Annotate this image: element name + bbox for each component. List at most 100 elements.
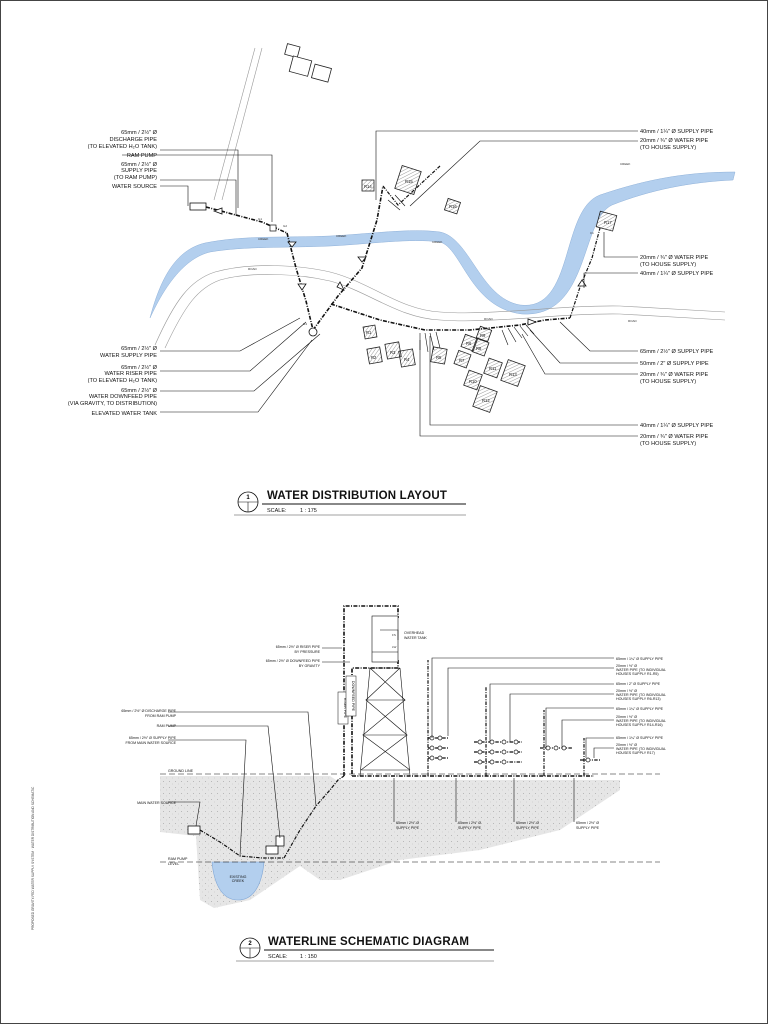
svg-text:SCALE:: SCALE: (268, 954, 288, 960)
right-leaders (375, 130, 638, 437)
svg-text:R1: R1 (366, 330, 372, 335)
overhead-tank-label: WATER TANK (404, 636, 427, 640)
svg-text:SUPPLY PIPE: SUPPLY PIPE (516, 826, 540, 830)
svg-text:WATER RISER PIPE: WATER RISER PIPE (104, 371, 157, 377)
downfeed-pipe (351, 660, 399, 776)
svg-text:1 : 150: 1 : 150 (300, 954, 317, 960)
road-label: ROAD (484, 317, 494, 321)
svg-text:R3: R3 (390, 350, 396, 355)
riser-pipe (343, 605, 399, 776)
svg-text:2: 2 (248, 941, 252, 947)
creek-label: EXISTING (230, 875, 247, 879)
svg-text:HOUSES SUPPLY R6-R13): HOUSES SUPPLY R6-R13) (616, 697, 661, 701)
svg-text:DISCHARGE PIPE: DISCHARGE PIPE (109, 137, 157, 143)
main-water-source-box (187, 825, 201, 835)
schematic-left-leaders (168, 647, 350, 857)
right-labels: 40mm / 1¼" Ø SUPPLY PIPE 20mm / ¾" Ø WAT… (640, 129, 714, 447)
svg-text:RAM PUMP: RAM PUMP (127, 153, 157, 159)
svg-text:65mm / 2½" Ø DISCHARGE PIPE: 65mm / 2½" Ø DISCHARGE PIPE (121, 709, 176, 713)
creek-label: CREEK (232, 879, 245, 883)
view-title-1: 1 WATER DISTRIBUTION LAYOUT SCALE: 1 : 1… (234, 490, 466, 516)
ram-pump-base (265, 845, 279, 855)
svg-text:65mm / 2½" Ø: 65mm / 2½" Ø (121, 364, 158, 371)
svg-text:65mm / 2½" Ø: 65mm / 2½" Ø (121, 129, 158, 136)
svg-text:(TO HOUSE SUPPLY): (TO HOUSE SUPPLY) (640, 145, 696, 151)
svg-text:SCALE:: SCALE: (267, 508, 287, 514)
ground-line-label: GROUND LINE (168, 769, 194, 773)
svg-text:R9: R9 (480, 333, 486, 338)
svg-text:WATER DOWNFEED PIPE: WATER DOWNFEED PIPE (89, 394, 157, 400)
svg-text:R6: R6 (466, 341, 472, 346)
svg-text:50mm / 2" Ø SUPPLY PIPE: 50mm / 2" Ø SUPPLY PIPE (640, 361, 709, 367)
top-buildings (213, 43, 332, 201)
supply-pipe-to-ram (205, 206, 288, 234)
road-label: ROAD (248, 267, 258, 271)
ram-pump-level-label: RAM PUMP (168, 857, 188, 861)
svg-text:R4: R4 (404, 357, 410, 362)
svg-text:20mm / ¾" Ø WATER PIPE: 20mm / ¾" Ø WATER PIPE (640, 372, 708, 378)
svg-text:HOUSES SUPPLY R1-R5): HOUSES SUPPLY R1-R5) (616, 672, 659, 676)
svg-text:65mm / 2½" Ø: 65mm / 2½" Ø (458, 821, 481, 825)
svg-text:(TO HOUSE SUPPLY): (TO HOUSE SUPPLY) (640, 262, 696, 268)
svg-text:65mm / 1¼" Ø SUPPLY PIPE: 65mm / 1¼" Ø SUPPLY PIPE (616, 736, 664, 740)
svg-text:65mm / 1¼" Ø SUPPLY PIPE: 65mm / 1¼" Ø SUPPLY PIPE (616, 707, 664, 711)
svg-text:(TO HOUSE SUPPLY): (TO HOUSE SUPPLY) (640, 441, 696, 447)
downfeed-pipe (312, 185, 384, 331)
manifolds (427, 660, 600, 776)
svg-text:65mm / 2½" Ø: 65mm / 2½" Ø (516, 821, 539, 825)
valve-tag: FS (392, 633, 396, 637)
branch-top (382, 165, 441, 206)
svg-text:SUPPLY PIPE: SUPPLY PIPE (576, 826, 600, 830)
svg-text:R11: R11 (489, 366, 497, 371)
svg-text:(TO ELEVATED H₂O TANK): (TO ELEVATED H₂O TANK) (88, 144, 158, 150)
svg-text:R13: R13 (509, 372, 517, 377)
view-title-2: 2 WATERLINE SCHEMATIC DIAGRAM SCALE: 1 :… (236, 936, 494, 962)
discharge-pipe-section (283, 775, 345, 859)
schematic-left-labels-2: 65mm / 2½" Ø DISCHARGE PIPE FROM RAM PUM… (121, 709, 176, 805)
svg-text:20mm / ½" Ø: 20mm / ½" Ø (616, 689, 637, 693)
node-label: G2 (283, 224, 287, 228)
road-line (164, 274, 726, 349)
svg-text:40mm / 1¼" Ø SUPPLY PIPE: 40mm / 1¼" Ø SUPPLY PIPE (640, 271, 714, 277)
svg-text:SUPPLY PIPE: SUPPLY PIPE (396, 826, 420, 830)
svg-text:40mm / 1¼" Ø SUPPLY PIPE: 40mm / 1¼" Ø SUPPLY PIPE (640, 129, 714, 135)
svg-text:FROM MAIN WATER SOURCE: FROM MAIN WATER SOURCE (125, 741, 176, 745)
svg-text:(VIA GRAVITY, TO DISTRIBUTION): (VIA GRAVITY, TO DISTRIBUTION) (68, 401, 157, 407)
svg-text:65mm / 1¼" Ø SUPPLY PIPE: 65mm / 1¼" Ø SUPPLY PIPE (616, 657, 664, 661)
svg-text:20mm / ¾" Ø WATER PIPE: 20mm / ¾" Ø WATER PIPE (640, 255, 708, 261)
schematic-right-labels: 65mm / 1¼" Ø SUPPLY PIPE 20mm / ½" Ø WAT… (616, 657, 666, 755)
svg-text:20mm / ¾" Ø WATER PIPE: 20mm / ¾" Ø WATER PIPE (640, 138, 708, 144)
svg-text:MAIN WATER SOURCE: MAIN WATER SOURCE (137, 801, 177, 805)
creek-shape (149, 171, 736, 319)
svg-text:RAM PUMP: RAM PUMP (157, 724, 177, 728)
road-line (154, 265, 726, 346)
svg-text:65mm / 2½" Ø: 65mm / 2½" Ø (121, 161, 158, 168)
ram-pump-marker (269, 224, 277, 232)
left-leaders (122, 149, 321, 413)
creek-section (211, 861, 265, 901)
svg-text:R10: R10 (469, 379, 477, 384)
svg-text:20mm / ½" Ø: 20mm / ½" Ø (616, 743, 637, 747)
svg-text:BY GRAVITY: BY GRAVITY (299, 664, 321, 668)
svg-text:SUPPLY PIPE: SUPPLY PIPE (121, 168, 157, 174)
svg-text:R5: R5 (436, 355, 442, 360)
elevated-tank-marker (308, 327, 318, 337)
downfeed-tag (345, 675, 357, 717)
svg-text:1 : 175: 1 : 175 (300, 508, 317, 514)
svg-text:WATER SUPPLY PIPE: WATER SUPPLY PIPE (100, 353, 157, 359)
svg-text:(TO HOUSE SUPPLY): (TO HOUSE SUPPLY) (640, 379, 696, 385)
creek-label: CREEK (432, 240, 442, 244)
svg-text:65mm / 2½" Ø: 65mm / 2½" Ø (576, 821, 599, 825)
svg-text:R7: R7 (459, 358, 465, 363)
svg-text:65mm / 2½" Ø: 65mm / 2½" Ø (121, 345, 158, 352)
svg-text:WATER PIPE (TO INDIVIDUAL: WATER PIPE (TO INDIVIDUAL (616, 719, 666, 723)
svg-text:R12: R12 (482, 398, 490, 403)
svg-text:20mm / ½" Ø: 20mm / ½" Ø (616, 664, 637, 668)
road-label: ROAD (628, 319, 638, 323)
svg-text:HOUSES SUPPLY R14-R16): HOUSES SUPPLY R14-R16) (616, 723, 663, 727)
water-distribution-layout: CREEK CREEK CREEK CREEK ROAD ROAD ROAD (68, 43, 736, 516)
svg-text:WATERLINE SCHEMATIC DIAGRAM: WATERLINE SCHEMATIC DIAGRAM (268, 936, 469, 948)
svg-text:1: 1 (246, 495, 250, 501)
riser-vertical-label: RISER PIPE (343, 698, 347, 719)
